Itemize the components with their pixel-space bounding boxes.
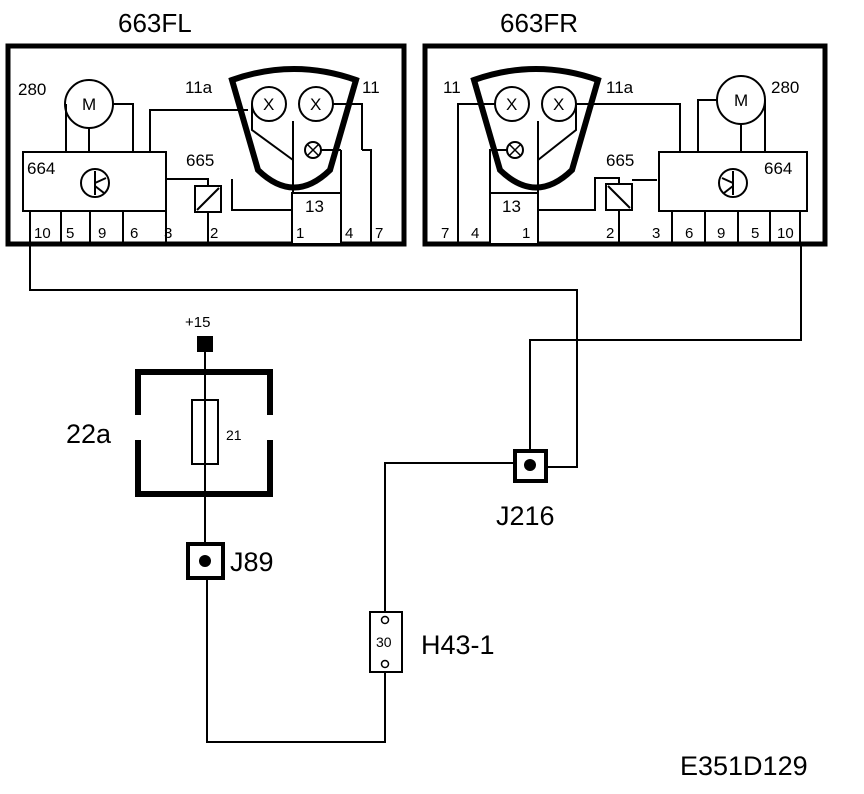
right-controller-ref: 664 [764, 159, 792, 178]
right-motor-ref: 280 [771, 78, 799, 97]
left-module-frame [5, 43, 407, 247]
splice-j89-dot-icon [199, 555, 211, 567]
right-controller-sensor-icon [718, 168, 748, 198]
splice-j216-label: J216 [496, 501, 555, 531]
left-lamp-return-wires [231, 149, 372, 244]
right-ground-connector [489, 192, 539, 245]
right-lamp-pin-11: 11 [443, 78, 461, 97]
left-ground-pin-13: 13 [305, 197, 324, 216]
right-pin-dividers [671, 211, 801, 244]
splice-j89: J89 [186, 542, 274, 580]
left-pin-7: 7 [375, 225, 383, 242]
connector-h43-label: H43-1 [421, 630, 495, 660]
splice-j216-dot-icon [524, 459, 536, 471]
left-lamp-internal-wiring [251, 104, 294, 193]
left-lamp-feed-11a [149, 109, 248, 152]
left-relay-diagonal [196, 187, 220, 211]
right-pin-9: 9 [717, 225, 725, 242]
right-parking-lamp-cross [508, 143, 522, 157]
connector-h43-pin-number: 30 [376, 634, 392, 650]
left-module-663fl: 663FL 280 M 664 10 5 9 6 3 665 2 11a X X [5, 8, 407, 247]
fuse-number: 21 [226, 427, 242, 443]
right-lamp-bulb-2-symbol: X [553, 95, 564, 114]
left-pin-10: 10 [34, 225, 51, 242]
left-lamp-bulb-2-symbol: X [310, 95, 321, 114]
left-controller-transistor-lines [94, 171, 107, 195]
right-module-title: 663FR [500, 8, 578, 38]
right-module-frame [422, 43, 828, 247]
left-lamp-feed-11 [333, 103, 363, 150]
diagram-code: E351D129 [680, 751, 808, 781]
external-wiring [29, 244, 802, 743]
left-pin-dividers [29, 211, 167, 244]
right-controller-transistor-lines [721, 171, 734, 195]
left-motor-wires [65, 103, 134, 152]
left-motor-ref: 280 [18, 80, 46, 99]
right-motor-wires [697, 99, 766, 152]
right-pin-7: 7 [441, 225, 449, 242]
right-pin-4: 4 [471, 225, 479, 242]
right-relay-diagonal [607, 185, 631, 209]
connector-h43-1: 30 H43-1 [369, 611, 495, 673]
left-module-title: 663FL [118, 8, 192, 38]
splice-j89-label: J89 [230, 547, 274, 577]
left-controller-ref: 664 [27, 159, 55, 178]
left-pin-6: 6 [130, 225, 138, 242]
right-pin-6: 6 [685, 225, 693, 242]
left-lamp-pin-11: 11 [362, 78, 380, 97]
left-ground-connector [291, 192, 342, 245]
right-relay-wires [538, 177, 657, 244]
left-relay-wires [166, 178, 209, 244]
left-lamp-pin-11a: 11a [185, 78, 213, 97]
right-motor-symbol: M [734, 91, 748, 110]
right-module-663fr: 663FR 11 11a X X 13 7 4 1 665 2 3 280 M … [422, 8, 828, 247]
left-relay-ref: 665 [186, 151, 214, 170]
right-ground-pin-13: 13 [502, 197, 521, 216]
wire-right-pin10-to-j216 [529, 244, 802, 455]
connector-h43-pin-bottom-icon [380, 659, 390, 669]
left-parking-lamp-cross [306, 143, 320, 157]
right-lamp-bulb-1-symbol: X [506, 95, 517, 114]
right-pin-1: 1 [522, 225, 530, 242]
supply-terminal-icon [197, 336, 213, 352]
wire-h43-to-j89 [206, 578, 386, 743]
left-pin-2: 2 [210, 225, 218, 242]
right-lamp-pin-11a: 11a [606, 78, 634, 97]
right-pin-3: 3 [652, 225, 660, 242]
right-headlamp-reflector [470, 66, 602, 191]
supply-label: +15 [185, 314, 210, 331]
splice-j89-box [186, 542, 225, 580]
right-pin-10: 10 [777, 225, 794, 242]
wire-left-pin10-to-j216 [29, 244, 578, 468]
left-motor-symbol: M [82, 95, 96, 114]
left-pin-3: 3 [164, 225, 172, 242]
left-pin-1: 1 [296, 225, 304, 242]
fuse-box-label: 22a [66, 419, 112, 449]
left-pin-9: 9 [98, 225, 106, 242]
fuse-box-frame [135, 369, 273, 497]
right-relay-ref: 665 [606, 151, 634, 170]
right-pin-5: 5 [751, 225, 759, 242]
left-pin-5: 5 [66, 225, 74, 242]
right-lamp-wiring [457, 103, 681, 244]
left-pin-4: 4 [345, 225, 353, 242]
splice-j216: J216 [496, 449, 555, 531]
left-lamp-bulb-1-symbol: X [263, 95, 274, 114]
fuse-box-22a: 22a 21 [66, 369, 273, 497]
left-headlamp-reflector [228, 66, 360, 191]
wire-j216-to-h43 [384, 462, 516, 612]
left-controller-sensor-icon [80, 168, 110, 198]
connector-h43-pin-top-icon [380, 615, 390, 625]
right-pin-2: 2 [606, 225, 614, 242]
